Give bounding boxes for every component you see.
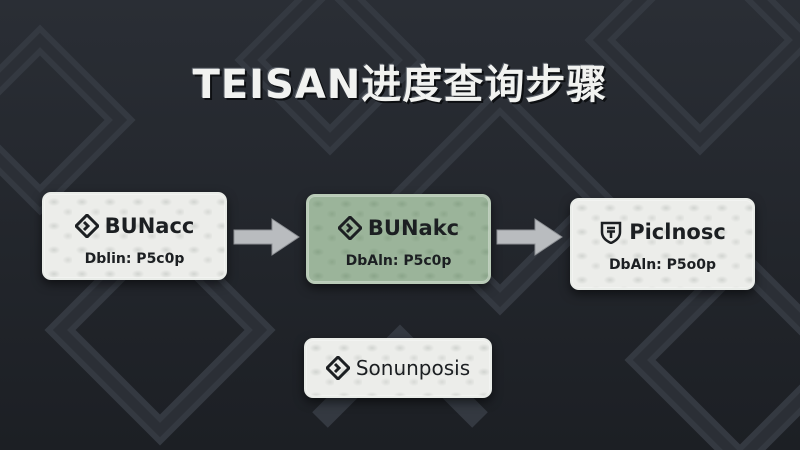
arrow-right-icon — [233, 218, 300, 256]
step-card-1[interactable]: BUNacc Dblin: P5c0p — [42, 192, 227, 280]
shield-icon — [600, 221, 622, 244]
diamond-arrow-icon — [325, 356, 350, 380]
extra-step-card[interactable]: Sonunposis — [304, 338, 492, 398]
step-subtitle: DbAln: P5o0p — [608, 257, 717, 273]
diagram-title: TEISAN进度查询步骤 — [192, 62, 608, 108]
step-title: BUNakc — [367, 216, 460, 240]
step-title: Piclnosc — [629, 220, 726, 244]
arrow-right-icon — [496, 218, 563, 256]
step-subtitle: Dblin: P5c0p — [84, 251, 185, 267]
extra-step-label: Sonunposis — [355, 356, 471, 380]
step-card-2[interactable]: BUNakc DbAln: P5c0p — [306, 194, 491, 284]
diamond-arrow-icon — [337, 216, 362, 240]
step-title: BUNacc — [104, 214, 195, 238]
step-subtitle: DbAln: P5c0p — [345, 253, 452, 269]
step-card-3[interactable]: Piclnosc DbAln: P5o0p — [570, 198, 755, 290]
diamond-arrow-icon — [74, 214, 99, 238]
